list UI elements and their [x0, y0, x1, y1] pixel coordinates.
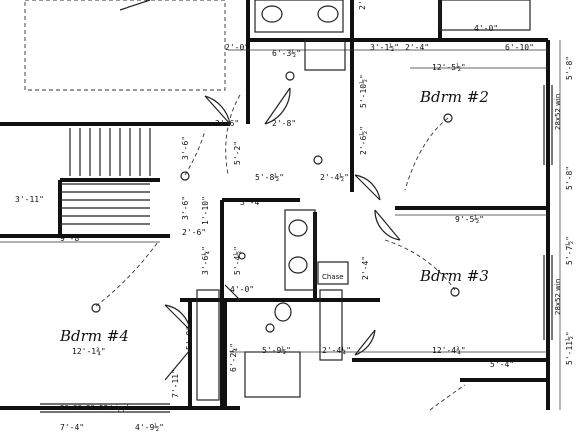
dim-text: 4'-0" — [230, 285, 254, 294]
dim-text: 5'-0" — [185, 326, 194, 350]
dim-text: 6'-10" — [505, 43, 534, 52]
dimension-texts: 2'-0" 6'-3½" 3'-1½" 2'-4" 6'-10" 4'-0" 1… — [15, 0, 574, 432]
electrical-runs — [95, 94, 466, 411]
door-swings — [164, 87, 401, 381]
dim-text: 9'-5½" — [455, 214, 484, 224]
dim-text: 3'-6¼" — [201, 246, 210, 275]
dim-text: 7'-11" — [171, 369, 180, 398]
dim-text: 3'-1½" — [370, 42, 399, 52]
dim-text: 2'-6" — [182, 228, 206, 237]
dim-text: 5'-10½" — [358, 74, 368, 108]
walls — [0, 0, 550, 410]
window-label-bdrm4: 20x30x20x52 tripple — [60, 404, 133, 412]
dim-text: 5'-7½" — [564, 236, 574, 265]
dim-text: 3'-4" — [240, 198, 264, 207]
dim-text: 6'-2¼" — [229, 343, 238, 372]
dim-text: 12'-4¾" — [432, 346, 466, 355]
fan-blade — [119, 0, 151, 11]
windows — [40, 85, 553, 413]
dim-text: 4'-9½" — [135, 422, 164, 432]
bath-fixtures — [244, 0, 349, 398]
dim-text: 5'-9½" — [262, 345, 291, 355]
dim-text: 2'-4¼" — [322, 346, 351, 355]
room-label-chase: Chase — [322, 273, 344, 281]
stairs — [60, 128, 151, 225]
dim-text: 2'-4" — [361, 256, 370, 280]
dim-text: 5'-2" — [233, 141, 242, 165]
dim-text: 5'-8½" — [255, 172, 284, 182]
dim-text: 5'-11½" — [564, 331, 574, 365]
dim-text: 4'-0" — [474, 24, 498, 33]
dim-text: 3'-6" — [181, 136, 190, 160]
dim-text: 1'-10" — [201, 196, 210, 225]
dim-text: 5'-8" — [565, 56, 574, 80]
dim-text: 2'-4½" — [320, 172, 349, 182]
dim-text: 3'-11" — [15, 195, 44, 204]
light-fixtures — [91, 71, 460, 333]
dim-text: 6'-3½" — [272, 48, 301, 58]
dim-text: 12'-5½" — [432, 62, 466, 72]
dim-text: 12'-1¾" — [72, 347, 106, 356]
dim-text: 2'-6½" — [358, 126, 368, 155]
dim-text: 2'-8" — [272, 119, 296, 128]
dim-text: 7'-4" — [60, 423, 84, 432]
dim-text: 5'-4½" — [232, 246, 242, 275]
closet-hatch — [196, 0, 531, 401]
dim-text: 2'-2" — [358, 0, 367, 10]
dim-text: 2'-4" — [405, 43, 429, 52]
open-to-below — [24, 0, 226, 91]
dim-text: 5'-4" — [490, 360, 514, 369]
dim-text: 2'-6" — [215, 119, 239, 128]
window-label-bdrm2: 28x52 win — [554, 94, 562, 130]
dimension-lines — [0, 40, 561, 410]
dim-text: 9'-8" — [60, 234, 84, 243]
dim-text: 5'-8" — [565, 166, 574, 190]
window-label-bdrm3: 28x52 win — [554, 279, 562, 315]
room-label-bdrm4: Bdrm #4 — [59, 327, 129, 345]
room-label-bdrm3: Bdrm #3 — [419, 267, 489, 285]
dim-text: 2'-0" — [225, 43, 249, 52]
dim-text: 3'-6" — [181, 196, 190, 220]
room-label-bdrm2: Bdrm #2 — [419, 88, 489, 106]
